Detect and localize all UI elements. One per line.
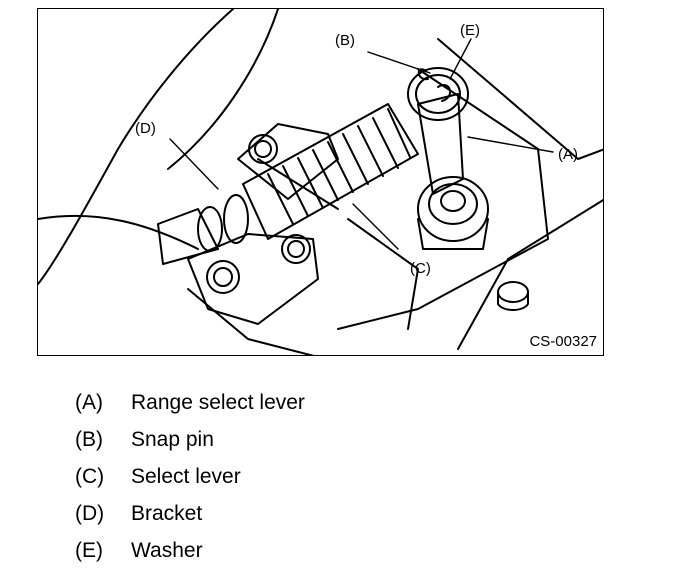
legend-code: (C)	[75, 464, 105, 488]
legend-text: Snap pin	[131, 427, 214, 451]
case-edge-bottom	[187, 288, 315, 355]
legend-text: Washer	[131, 538, 203, 562]
legend: (A) Range select lever (B) Snap pin (C) …	[75, 384, 305, 569]
legend-item-a: (A) Range select lever	[75, 384, 305, 421]
callout-e: (E)	[460, 22, 480, 39]
case-edge-top	[437, 38, 603, 160]
housing-curve	[38, 214, 199, 250]
legend-code: (A)	[75, 390, 103, 414]
housing-edge-inner	[167, 9, 279, 170]
legend-item-e: (E) Washer	[75, 532, 305, 569]
mechanism-drawing	[38, 9, 603, 355]
legend-text: Select lever	[131, 464, 241, 488]
housing-edge	[38, 9, 234, 285]
diagram-frame: (B) (E) (A) (C) (D) CS-00327	[37, 8, 604, 356]
washer	[407, 67, 469, 121]
select-lever	[417, 176, 489, 250]
legend-text: Bracket	[131, 501, 203, 525]
legend-item-c: (C) Select lever	[75, 458, 305, 495]
callout-b: (B)	[335, 32, 355, 49]
rod-collar	[197, 206, 223, 252]
bracket-bolt-right	[281, 234, 311, 264]
legend-item-d: (D) Bracket	[75, 495, 305, 532]
range-select-lever	[407, 67, 469, 195]
callout-a: (A)	[558, 146, 578, 163]
bracket	[187, 123, 339, 325]
leader-lines	[169, 38, 554, 250]
legend-item-b: (B) Snap pin	[75, 421, 305, 458]
rod-end	[157, 208, 219, 265]
snap-pin	[417, 68, 429, 81]
case-edge	[337, 68, 549, 330]
drain-bolt	[497, 281, 529, 311]
bracket-bolt-bottom	[206, 260, 240, 294]
rib	[347, 218, 419, 330]
callout-d: (D)	[135, 120, 156, 137]
legend-code: (B)	[75, 427, 103, 451]
figure-id: CS-00327	[529, 333, 597, 350]
callout-c: (C)	[410, 260, 431, 277]
bracket-bolt-top	[248, 134, 278, 164]
case-edge-right	[457, 199, 603, 350]
legend-code: (D)	[75, 501, 105, 525]
bellows-boot	[242, 103, 419, 240]
legend-text: Range select lever	[131, 390, 305, 414]
legend-code: (E)	[75, 538, 103, 562]
